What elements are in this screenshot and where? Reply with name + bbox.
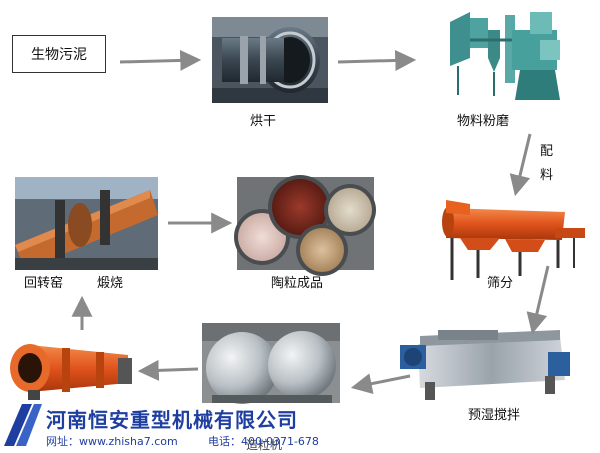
company-phone: 电话：400-0371-678 (208, 435, 319, 448)
company-logo-icon (4, 404, 42, 446)
node-premix-label: 预湿搅拌 (468, 408, 521, 423)
company-website: 网址：www.zhisha7.com (46, 435, 178, 448)
arrow-screen-to-premix (526, 265, 550, 335)
ceramsite-product-image (234, 175, 376, 276)
arrow-grind-to-screen (509, 133, 532, 197)
node-screen-label: 筛分 (487, 276, 514, 291)
node-granulator-label: 造粒机 (246, 438, 283, 452)
granulator-image (202, 323, 340, 404)
premix-image (400, 330, 570, 400)
arrow-premix-to-granulator (350, 373, 411, 395)
node-grind-label: 物料粉磨 (457, 114, 510, 129)
node-sludge: 生物污泥 (12, 35, 106, 73)
arrow-dryer-to-grind (337, 49, 417, 71)
rotary-kiln-machine-image (10, 344, 132, 400)
arrow-granulator-to-kiln (137, 359, 199, 381)
grinding-mill-image (438, 5, 568, 105)
dryer-image (212, 17, 328, 103)
screen-image (442, 200, 585, 280)
node-calcination-label: 煅烧 (97, 276, 124, 291)
arrow-sludge-to-dryer (119, 49, 202, 71)
node-batching-label: 配料 (540, 144, 554, 183)
kiln-photo-image (15, 177, 158, 270)
node-product-label: 陶粒成品 (271, 276, 324, 291)
company-name: 河南恒安重型机械有限公司 (46, 408, 298, 432)
node-dryer-label: 烘干 (250, 114, 277, 129)
node-sludge-label: 生物污泥 (31, 47, 87, 63)
node-kiln-label: 回转窑 (24, 276, 64, 291)
